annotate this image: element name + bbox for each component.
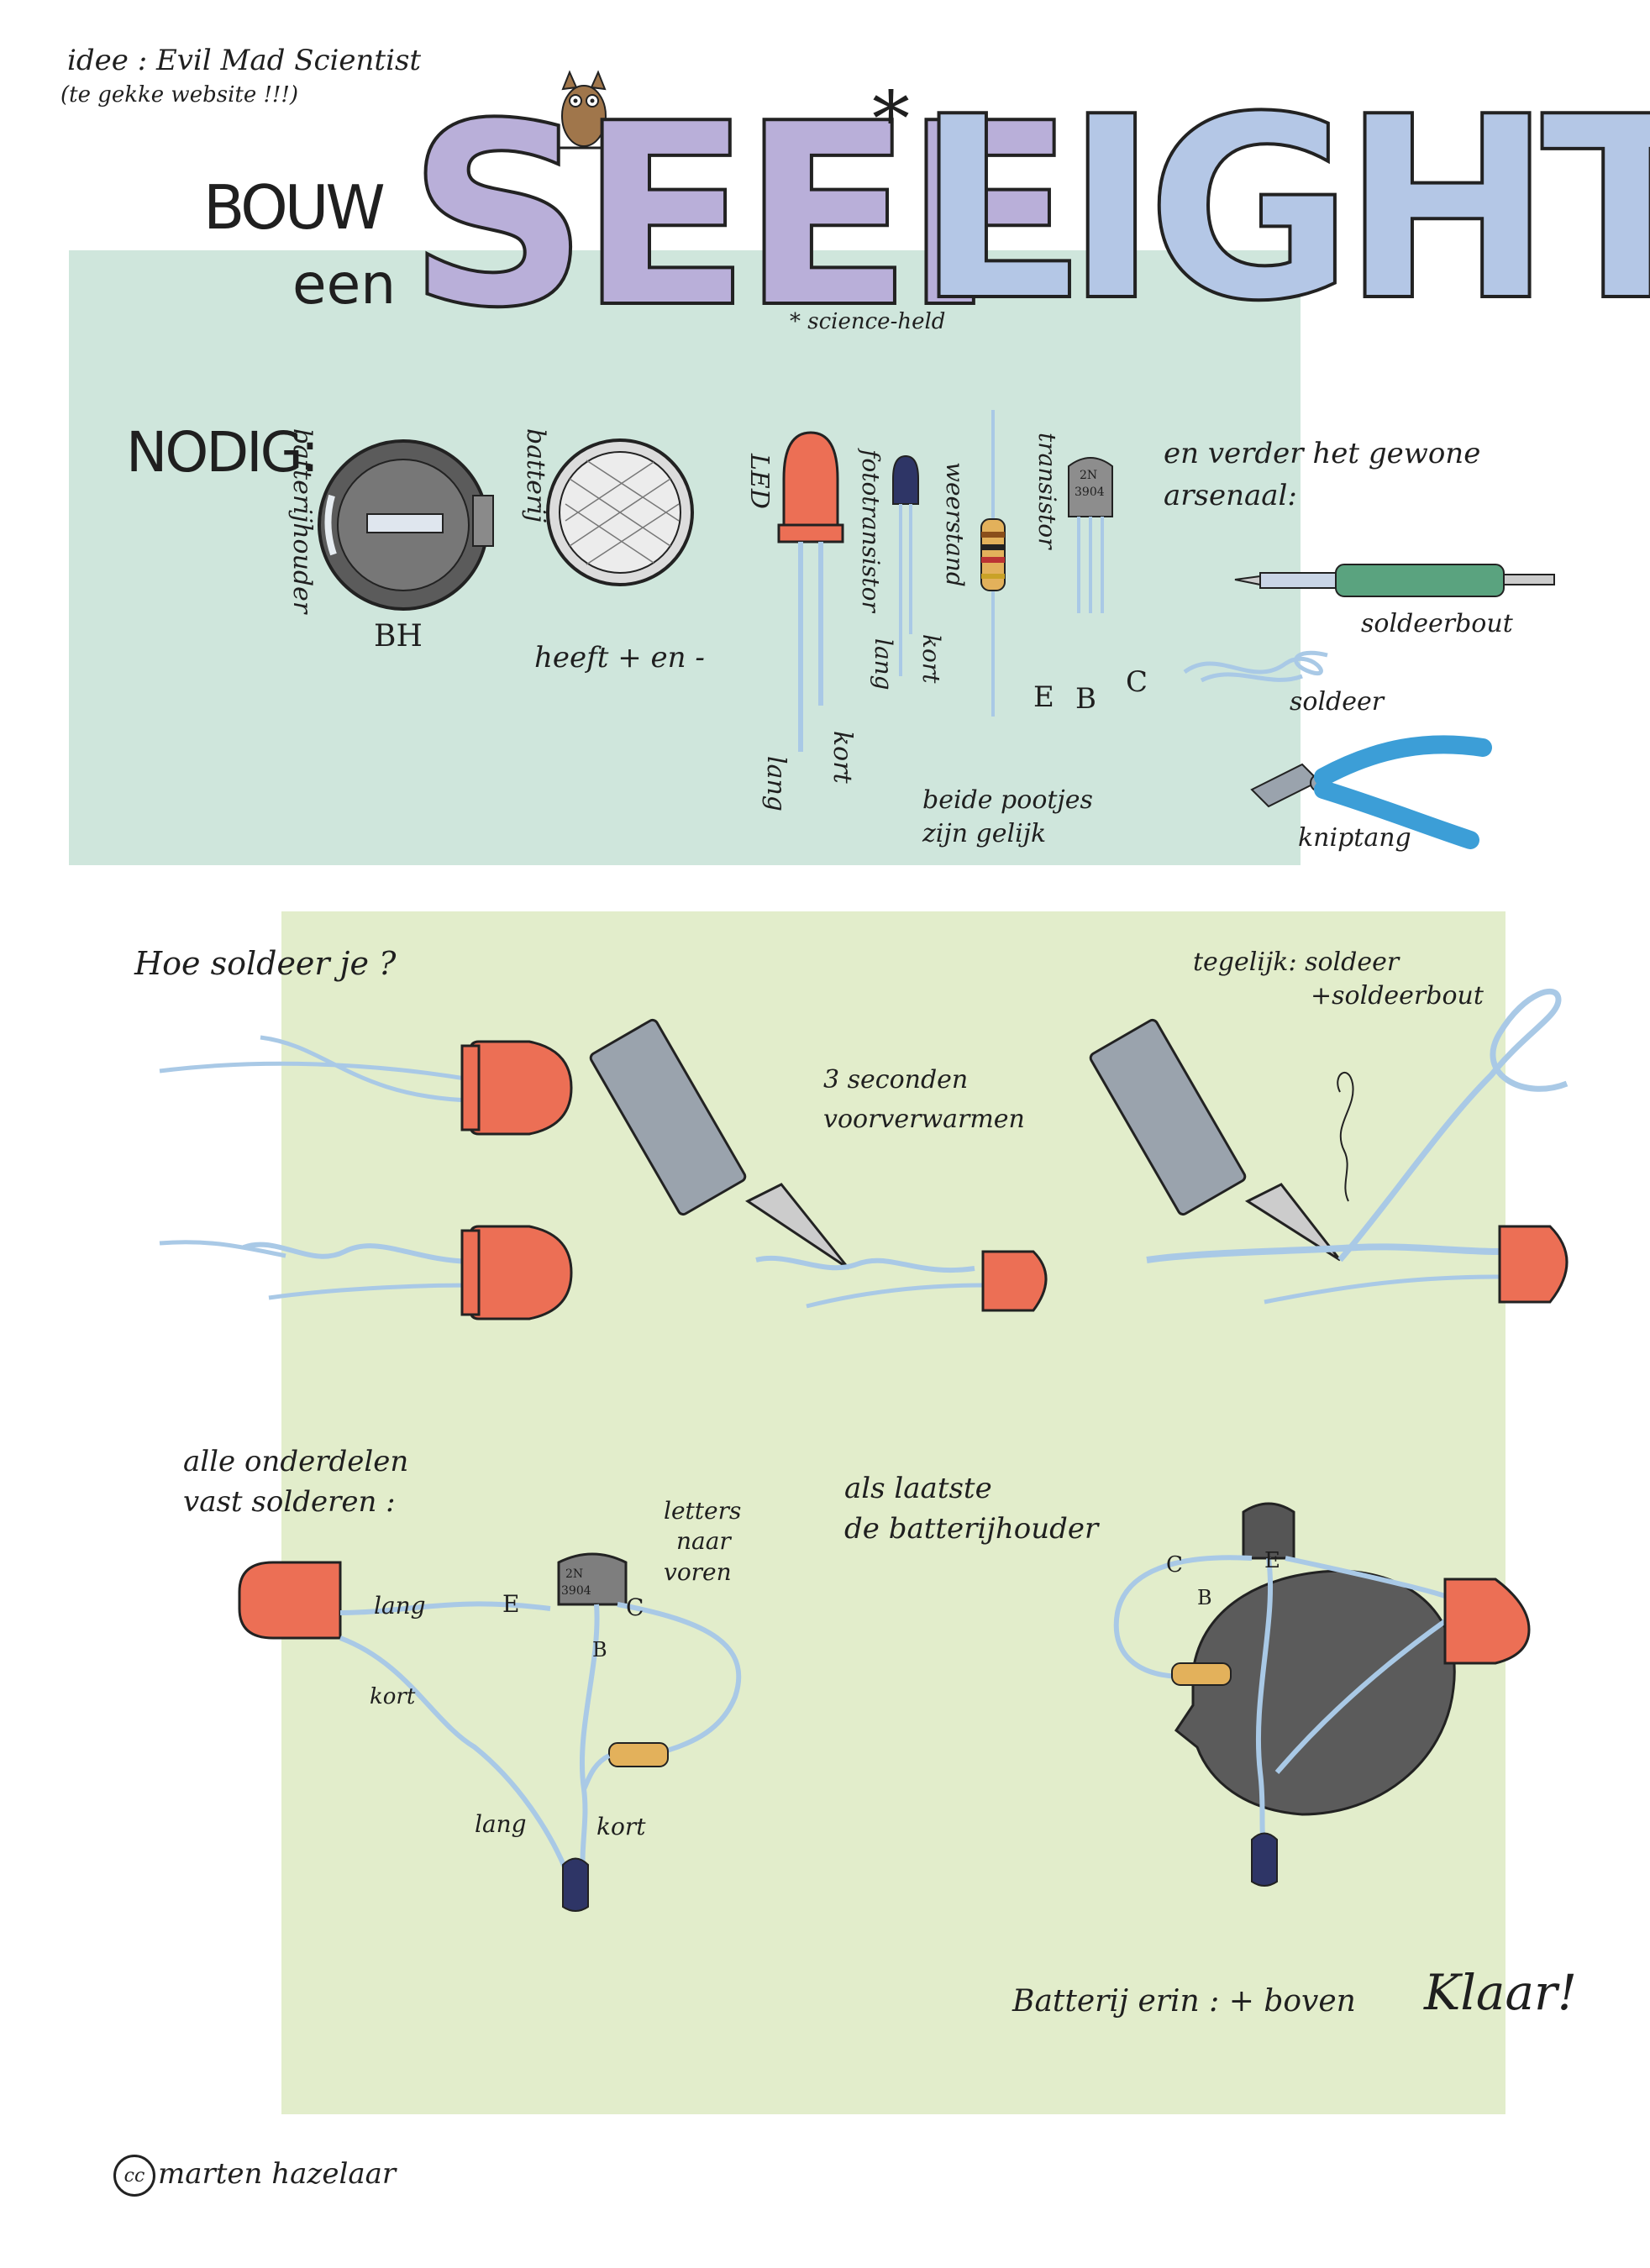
led-lang-label: lang	[761, 756, 791, 812]
kniptang-label: kniptang	[1298, 823, 1411, 853]
foto-lang-label: lang	[870, 638, 897, 690]
bh-label: BH	[374, 619, 423, 654]
c-2-label: C	[1166, 1552, 1183, 1578]
led-kort-label: kort	[828, 731, 857, 784]
kort-1-label: kort	[370, 1684, 416, 1709]
bouw-label: BOUW	[203, 172, 386, 243]
step2-iron-icon	[589, 1018, 1048, 1312]
een-label: een	[292, 252, 397, 317]
tegelijk-line-2: +soldeerbout	[1311, 981, 1484, 1011]
footnote-science-held: * science-held	[790, 309, 946, 334]
heeft-label: heeft + en -	[534, 641, 705, 675]
pin-e-label: E	[1033, 680, 1054, 714]
klaar-label: Klaar!	[1424, 1964, 1578, 2021]
letters-line-3: voren	[664, 1558, 732, 1586]
credit-line-2: (te gekke website !!!)	[60, 82, 298, 108]
arsenaal-line-2: arsenaal:	[1164, 479, 1297, 512]
transistor-label: transistor	[1033, 433, 1061, 549]
soldeerbout-icon	[1234, 564, 1555, 597]
letters-line-1: letters	[664, 1497, 742, 1525]
led-label: LED	[744, 454, 774, 509]
voorverwarmen-line-1: 3 seconden	[823, 1065, 969, 1095]
owl-icon	[559, 70, 609, 150]
lang-1-label: lang	[374, 1592, 426, 1620]
b-2-label: B	[1197, 1586, 1212, 1609]
e-1-label: E	[502, 1590, 520, 1618]
e-2-label: E	[1264, 1548, 1280, 1573]
arsenaal-line-1: en verder het gewone	[1164, 437, 1481, 470]
soldeer-icon	[1183, 650, 1328, 683]
author-label: marten hazelaar	[158, 2157, 397, 2191]
nodig-heading: NODIG:	[126, 420, 319, 485]
pin-b-label: B	[1075, 682, 1096, 716]
lang-2-label: lang	[475, 1810, 527, 1838]
letters-line-2: naar	[676, 1527, 731, 1555]
fototransistor-icon	[892, 454, 919, 676]
foto-kort-label: kort	[917, 634, 945, 684]
cc-text: cc	[123, 2165, 145, 2187]
tegelijk-line-1: tegelijk: soldeer	[1193, 948, 1400, 977]
c-1-label: C	[626, 1593, 644, 1621]
battery-icon	[546, 438, 694, 586]
batterijhouder-label: batterijhouder	[287, 428, 317, 614]
assembly-circuit-icon	[238, 1552, 742, 1912]
als-laatste-line-2: de batterijhouder	[844, 1512, 1099, 1546]
weerstand-icon	[980, 410, 1006, 717]
title-seef: SEEF	[406, 70, 1077, 363]
beide-line-2: zijn gelijk	[922, 819, 1047, 848]
assembly-with-holder-icon	[1113, 1502, 1531, 1887]
beide-line-1: beide pootjes	[922, 785, 1093, 815]
kniptang-icon	[1250, 735, 1492, 849]
hoe-soldeer-label: Hoe soldeer je ?	[134, 945, 397, 982]
transistor-icon	[1068, 457, 1113, 613]
kort-2-label: kort	[596, 1813, 646, 1840]
fototransistor-label: fototransistor	[857, 449, 885, 612]
weerstand-label: weerstand	[941, 462, 969, 587]
alle-line-2: vast solderen :	[183, 1485, 396, 1519]
transistor-marking-1: 2N	[1080, 469, 1098, 482]
transistor-2n-label: 2N	[565, 1567, 584, 1581]
top-panel	[69, 250, 1301, 865]
step1-led-loose-icon	[159, 1035, 573, 1136]
step1-led-twisted-icon	[159, 1225, 573, 1320]
pin-c-label: C	[1126, 665, 1148, 699]
b-1-label: B	[592, 1638, 607, 1662]
step3-iron-solder-icon	[1089, 989, 1569, 1305]
credit-line-1: idee : Evil Mad Scientist	[67, 44, 422, 77]
battery-holder-icon	[318, 439, 494, 611]
alle-line-1: alle onderdelen	[183, 1445, 409, 1478]
soldeer-label: soldeer	[1290, 687, 1385, 717]
batterij-label: batterij	[521, 428, 550, 523]
cc-icon: cc	[113, 2155, 155, 2197]
title-light: LIGHT	[914, 63, 1650, 356]
led-icon	[777, 431, 844, 752]
battery-instruction: Batterij erin : + boven	[1012, 1984, 1356, 2019]
transistor-3904-label: 3904	[561, 1584, 591, 1598]
als-laatste-line-1: als laatste	[844, 1472, 992, 1505]
voorverwarmen-line-2: voorverwarmen	[823, 1105, 1025, 1134]
transistor-marking-2: 3904	[1075, 486, 1105, 499]
title-asterisk: *	[872, 76, 910, 164]
soldeerbout-label: soldeerbout	[1361, 609, 1513, 638]
